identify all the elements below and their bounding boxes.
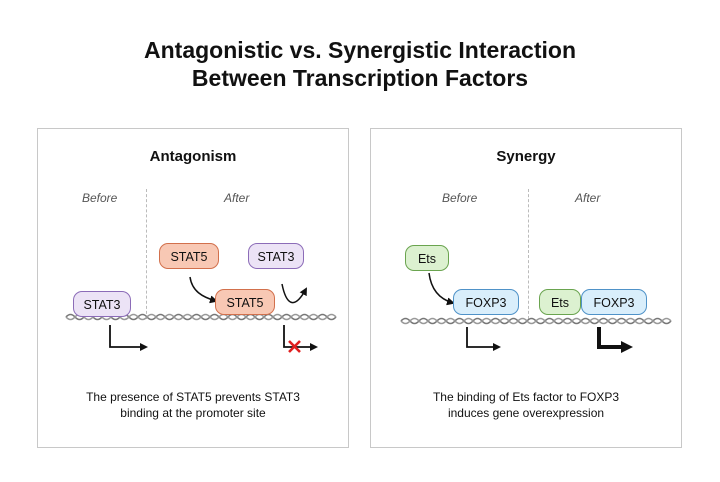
antagonism-panel: Antagonism Before After STAT3 STAT5 STAT… [37, 128, 349, 448]
foxp3-box-before: FOXP3 [453, 289, 519, 315]
stat3-box-before: STAT3 [73, 291, 131, 317]
synergy-title: Synergy [496, 148, 556, 165]
antagonism-caption: The presence of STAT5 prevents STAT3 bin… [38, 389, 348, 421]
ets-binding-arrow [428, 272, 455, 306]
antagonism-title: Antagonism [149, 148, 237, 165]
foxp3-box-after: FOXP3 [581, 289, 647, 315]
dna-strand [400, 317, 672, 325]
stat5-box-bound: STAT5 [215, 289, 275, 315]
dna-strand [65, 313, 337, 321]
stat3-box-after: STAT3 [248, 243, 304, 269]
ets-box-unbound: Ets [405, 245, 449, 271]
antagonism-divider [146, 189, 147, 319]
synergy-before-label: Before [442, 191, 478, 205]
synergy-divider [528, 189, 529, 319]
diagram-title-line1: Antagonistic vs. Synergistic Interaction [144, 37, 576, 63]
synergy-caption-line1: The binding of Ets factor to FOXP3 [432, 390, 620, 404]
antagonism-after-label: After [224, 191, 250, 205]
synergy-after-label: After [575, 191, 601, 205]
synergy-panel: Synergy Before After Ets FOXP3 Ets FOXP3… [370, 128, 682, 448]
diagram-title-line2: Between Transcription Factors [191, 65, 529, 91]
promoter-arrow-overexpression [597, 327, 633, 353]
stat5-binding-arrow [189, 276, 218, 304]
synergy-caption: The binding of Ets factor to FOXP3 induc… [371, 389, 681, 421]
antagonism-graphics [65, 276, 337, 353]
promoter-arrow-before [466, 327, 501, 351]
antagonism-caption-line2: binding at the promoter site [120, 406, 266, 420]
stat5-box-unbound: STAT5 [159, 243, 219, 269]
antagonism-caption-line1: The presence of STAT5 prevents STAT3 [86, 390, 300, 404]
synergy-graphics [400, 272, 672, 353]
promoter-arrow-before [109, 325, 148, 351]
antagonism-before-label: Before [82, 191, 118, 205]
stat3-repelled-arrow [281, 283, 307, 304]
synergy-caption-line2: induces gene overexpression [447, 406, 605, 420]
promoter-arrow-after [283, 325, 318, 351]
block-x-icon [288, 340, 301, 353]
ets-box-bound: Ets [539, 289, 581, 315]
